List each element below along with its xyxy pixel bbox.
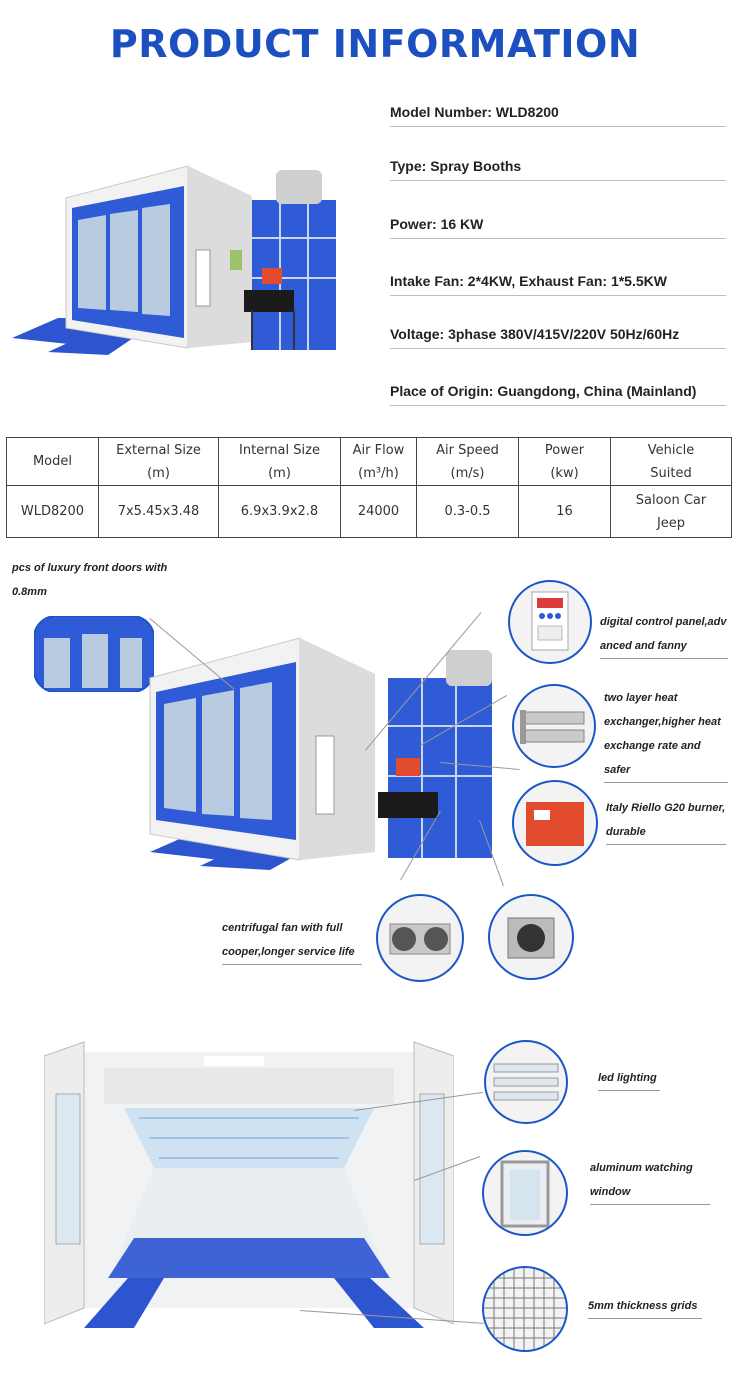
feature-burner-label: Italy Riello G20 burner,durable bbox=[606, 796, 726, 845]
centrifugal-fan-photo bbox=[389, 923, 451, 955]
feature-lighting-label: led lighting bbox=[598, 1066, 660, 1091]
booth-interior-photo bbox=[44, 1041, 454, 1328]
heat-exchanger-photo bbox=[520, 710, 585, 744]
table-row: WLD8200 7x5.45x3.48 6.9x3.9x2.8 24000 0.… bbox=[6, 485, 732, 538]
control-panel-photo bbox=[531, 591, 569, 651]
burner-photo bbox=[526, 802, 584, 846]
grids-circle bbox=[482, 1266, 568, 1352]
watching-window-circle bbox=[482, 1150, 568, 1236]
door-closeup-photo bbox=[34, 616, 154, 692]
led-lighting-circle bbox=[484, 1040, 568, 1124]
spray-booth-photo bbox=[12, 165, 336, 355]
centrifugal-fan-circle bbox=[376, 894, 464, 982]
page-title: PRODUCT INFORMATION bbox=[109, 22, 641, 66]
spec-power: Power: 16 KW bbox=[390, 216, 726, 239]
blower-fan-circle bbox=[488, 894, 574, 980]
spec-type: Type: Spray Booths bbox=[390, 158, 726, 181]
table-cell: 7x5.45x3.48 bbox=[98, 485, 219, 538]
table-cell: WLD8200 bbox=[6, 485, 99, 538]
spec-model-number: Model Number: WLD8200 bbox=[390, 104, 726, 127]
table-header: Air Speed(m/s) bbox=[416, 437, 519, 486]
table-cell: 16 bbox=[518, 485, 611, 538]
spec-voltage: Voltage: 3phase 380V/415V/220V 50Hz/60Hz bbox=[390, 326, 726, 349]
table-header-row: Model External Size(m) Internal Size(m) … bbox=[6, 437, 732, 486]
heat-exchanger-circle bbox=[512, 684, 596, 768]
table-header: Internal Size(m) bbox=[218, 437, 341, 486]
table-header: Power(kw) bbox=[518, 437, 611, 486]
spec-table: Model External Size(m) Internal Size(m) … bbox=[6, 437, 732, 538]
table-header: Model bbox=[6, 437, 99, 486]
burner-circle bbox=[512, 780, 598, 866]
watching-window-photo bbox=[500, 1160, 550, 1228]
control-panel-circle bbox=[508, 580, 592, 664]
table-header: External Size(m) bbox=[98, 437, 219, 486]
table-header: Air Flow(m³/h) bbox=[340, 437, 417, 486]
table-cell: 0.3-0.5 bbox=[416, 485, 519, 538]
spec-origin: Place of Origin: Guangdong, China (Mainl… bbox=[390, 383, 726, 406]
grids-photo bbox=[484, 1268, 566, 1350]
table-cell: 6.9x3.9x2.8 bbox=[218, 485, 341, 538]
blower-fan-photo bbox=[507, 917, 555, 959]
feature-grids-label: 5mm thickness grids bbox=[588, 1294, 702, 1319]
spec-fans: Intake Fan: 2*4KW, Exhaust Fan: 1*5.5KW bbox=[390, 273, 726, 296]
led-lighting-photo bbox=[493, 1063, 559, 1101]
table-cell: 24000 bbox=[340, 485, 417, 538]
spray-booth-feature-photo bbox=[149, 637, 492, 870]
